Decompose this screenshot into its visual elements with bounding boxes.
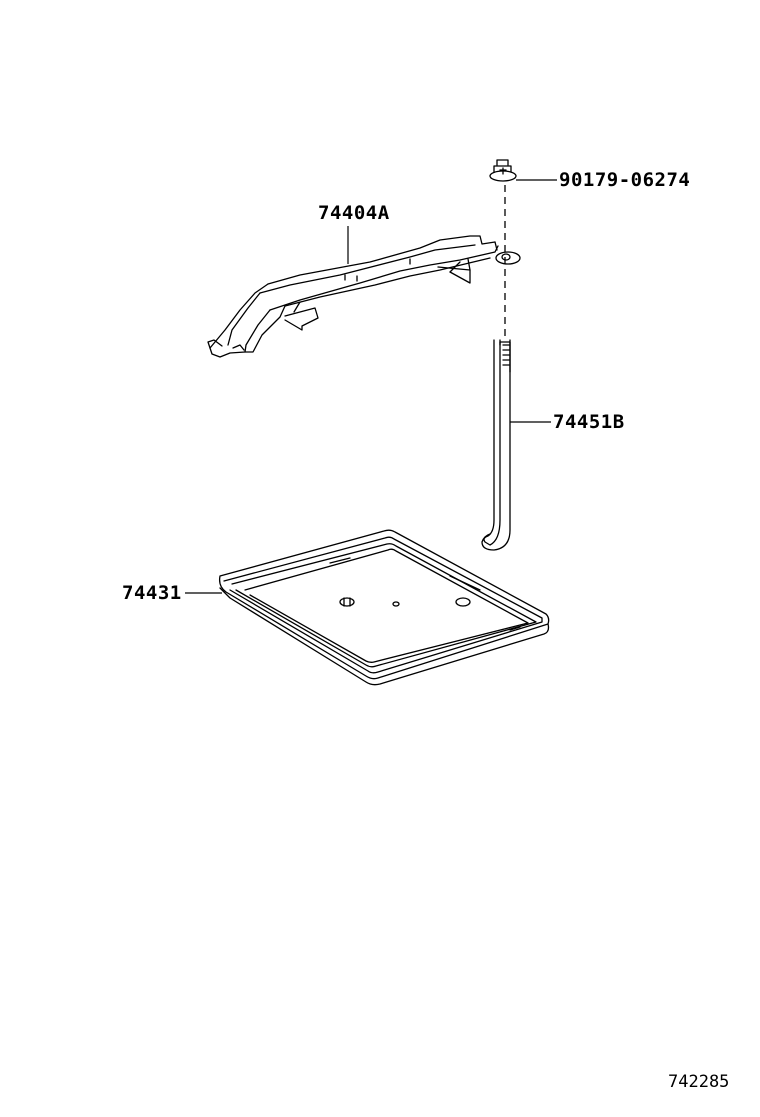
bolt-drawing xyxy=(481,339,511,551)
part-label-clamp[interactable]: 74404A xyxy=(318,202,390,224)
clamp-drawing xyxy=(207,235,521,358)
tray-drawing xyxy=(218,529,550,686)
part-label-nut[interactable]: 90179-06274 xyxy=(559,169,691,191)
nut-drawing xyxy=(489,159,517,182)
part-label-tray[interactable]: 74431 xyxy=(122,582,182,604)
part-label-bolt[interactable]: 74451B xyxy=(553,411,625,433)
diagram-id: 742285 xyxy=(668,1072,730,1092)
